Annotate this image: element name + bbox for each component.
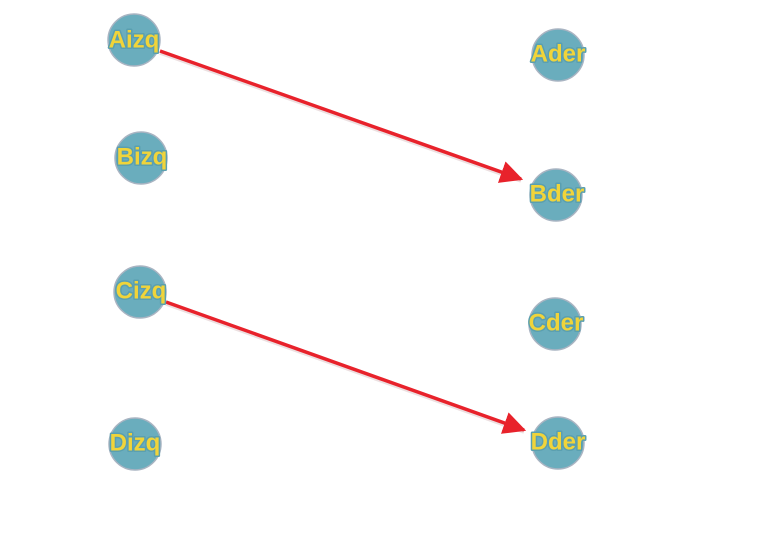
node-label: Cder [529,309,584,336]
node-label: Aizq [109,26,160,53]
node-label: Cizq [116,277,167,304]
node-label: Ader [531,40,586,67]
node-label: Dizq [110,429,161,456]
edge-shadow [159,51,522,183]
node-bizq[interactable]: Bizq [114,131,169,185]
nodes-layer: Aizq Bizq Cizq Dizq Ader Bder Cder Dder [107,13,587,471]
edge-line [165,300,527,434]
edges-layer [159,49,527,434]
node-bder[interactable]: Bder [528,168,586,222]
edge-aizq-bder[interactable] [159,49,524,183]
node-label: Bder [530,180,585,207]
node-circle [114,131,168,185]
node-cder[interactable]: Cder [527,297,585,351]
node-circle [531,416,585,470]
node-circle [108,417,162,471]
node-ader[interactable]: Ader [529,28,587,82]
edge-shadow [165,302,525,434]
node-dder[interactable]: Dder [529,416,587,470]
node-label: Dder [531,428,586,455]
edge-cizq-dder[interactable] [165,300,527,434]
node-label: Bizq [117,143,168,170]
node-dizq[interactable]: Dizq [108,417,162,471]
node-circle [107,13,161,67]
edge-line [159,49,524,183]
node-cizq[interactable]: Cizq [113,265,168,319]
node-circle [529,168,583,222]
node-aizq[interactable]: Aizq [107,13,161,67]
node-circle [528,297,582,351]
node-circle [113,265,167,319]
node-circle [531,28,585,82]
